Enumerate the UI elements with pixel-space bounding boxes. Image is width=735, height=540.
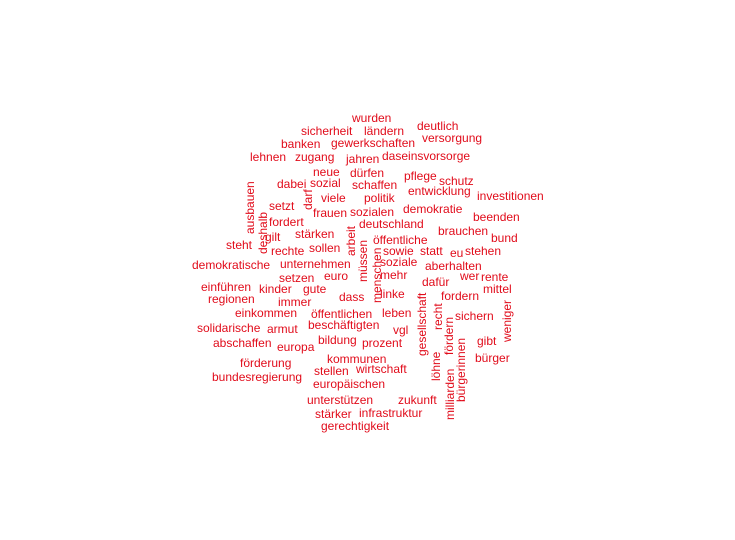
word: wirtschaft (356, 362, 407, 376)
word: solidarische (197, 321, 261, 335)
word: bund (491, 231, 518, 245)
word: wer (460, 269, 480, 283)
word: immer (278, 295, 312, 309)
word: neue (313, 165, 340, 179)
word: abschaffen (213, 336, 272, 350)
word: demokratische (192, 258, 271, 272)
word: menschen (370, 247, 384, 303)
word: stehen (465, 244, 502, 258)
word: unterstützen (307, 393, 374, 407)
word: euro (324, 269, 349, 283)
word: vgl (393, 323, 409, 337)
word: stellen (314, 364, 349, 378)
word: gesellschaft (415, 292, 429, 356)
word: mehr (380, 268, 408, 282)
word: steht (226, 238, 253, 252)
word: fordern (441, 289, 480, 303)
word: aberhalten (425, 259, 482, 273)
word: eu (450, 246, 464, 260)
word: prozent (362, 336, 403, 350)
word: dabei (277, 177, 307, 191)
word: sozial (310, 176, 341, 190)
word: ländern (364, 124, 405, 138)
word: müssen (356, 239, 370, 282)
word: kommunen (327, 352, 387, 366)
word: bürgerinnen (454, 337, 468, 402)
word: banken (281, 137, 321, 151)
word: darf (301, 189, 315, 210)
word: unternehmen (280, 257, 351, 271)
word: rente (481, 270, 509, 284)
word: gewerkschaften (331, 136, 416, 150)
word: brauchen (438, 224, 489, 238)
word: schutz (439, 174, 474, 188)
word: demokratie (403, 202, 463, 216)
word: mittel (483, 282, 512, 296)
word: dürfen (350, 166, 385, 180)
word: stärker (315, 407, 352, 421)
word: viele (321, 191, 346, 205)
word: sozialen (350, 205, 395, 219)
word: infrastruktur (359, 406, 423, 420)
word: gibt (477, 334, 497, 348)
word: bundesregierung (212, 370, 303, 384)
word: setzen (279, 271, 315, 285)
word: europa (277, 340, 315, 354)
word: armut (267, 322, 298, 336)
word: bürger (475, 351, 510, 365)
word: sicherheit (301, 124, 353, 138)
word: sichern (455, 309, 494, 323)
word: investitionen (477, 189, 544, 203)
word: rechte (271, 244, 305, 258)
word: förderung (240, 356, 292, 370)
word: lehnen (250, 150, 287, 164)
word: pflege (404, 169, 437, 183)
word: kinder (259, 282, 292, 296)
word: zugang (295, 150, 335, 164)
word: beschäftigten (308, 318, 380, 332)
word: statt (420, 244, 443, 258)
word: regionen (208, 292, 255, 306)
word: deshalb (256, 211, 270, 254)
word: linke (380, 287, 405, 301)
word: öffentliche (373, 233, 428, 247)
word: einführen (201, 280, 252, 294)
word: entwicklung (408, 184, 471, 198)
word: gute (303, 282, 327, 296)
word: jahren (346, 152, 380, 166)
word: setzt (269, 199, 295, 213)
word: deutlich (417, 119, 459, 133)
word: stärken (295, 227, 335, 241)
word: leben (382, 306, 412, 320)
word: dafür (422, 275, 450, 289)
word: versorgung (422, 131, 483, 145)
word: gilt (265, 230, 281, 244)
word: weniger (500, 299, 514, 342)
word: sollen (309, 241, 341, 255)
word: fordert (269, 215, 304, 229)
word: zukunft (398, 393, 437, 407)
word: sowie (383, 244, 414, 258)
word: einkommen (235, 306, 298, 320)
word: europäischen (313, 377, 386, 391)
word: schaffen (352, 178, 398, 192)
word: soziale (380, 255, 418, 269)
word: gerechtigkeit (321, 419, 390, 433)
word: ausbauen (243, 181, 257, 234)
word: dass (339, 290, 365, 304)
word: beenden (473, 210, 520, 224)
word: deutschland (359, 217, 424, 231)
word: löhne (429, 351, 443, 381)
word: wurden (352, 111, 392, 125)
word: politik (364, 191, 395, 205)
word: frauen (313, 206, 348, 220)
word: bildung (318, 333, 357, 347)
word: öffentlichen (311, 307, 373, 321)
word: daseinsvorsorge (382, 149, 471, 163)
